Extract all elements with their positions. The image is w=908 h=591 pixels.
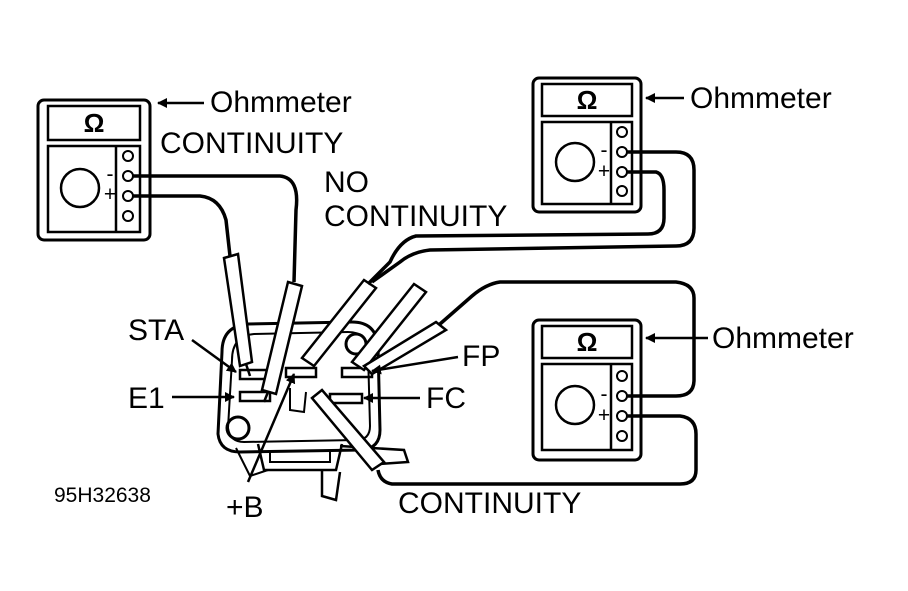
- minus-label-3: -: [601, 383, 608, 406]
- ohmmeter-1: Ω - +: [36, 98, 152, 242]
- probe-2a: [300, 278, 378, 368]
- ohmmeter-2: Ω - +: [531, 76, 643, 214]
- minus-label-2: -: [601, 139, 608, 162]
- meter-dial-3: [554, 384, 596, 426]
- figure-id: 95H32638: [54, 484, 151, 507]
- probe-1b: [260, 280, 304, 396]
- test-leads: [133, 150, 698, 486]
- fc-label: FC: [426, 382, 466, 415]
- minus-label-1: -: [107, 163, 114, 186]
- fc-terminal: [328, 392, 364, 405]
- ohmmeter-3: Ω - +: [531, 318, 643, 462]
- meter3-label: Ohmmeter: [712, 322, 854, 355]
- b-label: +B: [226, 491, 264, 524]
- plus-label-2: +: [598, 160, 610, 183]
- sta-arrow: [191, 338, 237, 374]
- fp-label: FP: [462, 340, 500, 373]
- plus-label-3: +: [598, 404, 610, 427]
- probe-3b: [310, 388, 386, 472]
- test-probes: [222, 252, 449, 472]
- no-label: NO: [324, 166, 369, 199]
- plus-label-1: +: [104, 183, 116, 206]
- meter-dial-1: [59, 167, 101, 209]
- meter2-label: Ohmmeter: [690, 82, 832, 115]
- ohm-symbol-2: Ω: [577, 85, 598, 115]
- e1-label: E1: [128, 382, 165, 415]
- continuity-label-bottom: CONTINUITY: [398, 487, 581, 520]
- b-arrow: [246, 373, 296, 483]
- no-continuity-label: CONTINUITY: [324, 200, 507, 233]
- callout-lines: [157, 93, 708, 483]
- meter-dial-2: [554, 141, 596, 183]
- b-terminal: [284, 366, 318, 379]
- ohm-symbol-1: Ω: [84, 108, 105, 138]
- continuity-label-top: CONTINUITY: [160, 127, 343, 160]
- probe-2b: [350, 282, 428, 372]
- sta-label: STA: [128, 314, 184, 347]
- fp-arrow: [371, 355, 459, 375]
- e1-terminal: [238, 390, 272, 403]
- meter1-label: Ohmmeter: [210, 86, 352, 119]
- probe-1a: [222, 252, 254, 368]
- ohm-symbol-3: Ω: [577, 327, 598, 357]
